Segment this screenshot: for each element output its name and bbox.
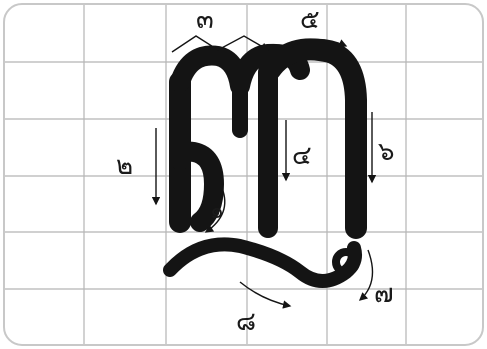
label-step-2: ๒ [116, 151, 133, 181]
label-step-6: ๖ [378, 137, 395, 167]
label-step-4: ๔ [292, 141, 312, 171]
label-step-3: ๓ [196, 5, 214, 35]
label-step-7: ๗ [374, 279, 394, 309]
label-step-8: ๘ [236, 307, 256, 337]
label-step-5: ๕ [300, 5, 320, 35]
label-step-1: ๑ [210, 199, 224, 224]
